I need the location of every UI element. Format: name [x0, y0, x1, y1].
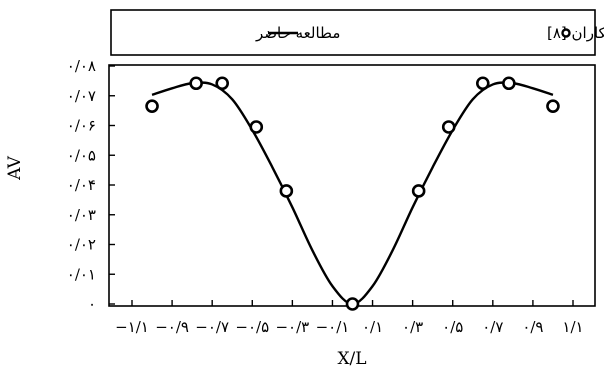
- series-line-present-study: [151, 81, 554, 306]
- data-point-measured: [441, 120, 456, 134]
- data-point-measured: [345, 297, 360, 311]
- data-point-measured: [411, 184, 426, 198]
- data-point-measured: [475, 76, 490, 91]
- legend-frame: [110, 9, 596, 56]
- legend: کمالیان و همکاران [۸] مطالعه حاضر: [110, 9, 604, 56]
- x-tick-label: ۰/۱: [362, 318, 383, 336]
- x-tick-label: ۰/۹: [522, 318, 543, 336]
- series-layer: [145, 76, 560, 311]
- x-tick-label: ۰/۵: [442, 318, 463, 336]
- y-axis-label: AV: [5, 155, 25, 180]
- x-tick-label: −۱/۱: [115, 318, 149, 336]
- y-tick-label: ۰/۰۶: [67, 117, 96, 135]
- y-axis: ۰ ۰/۰۱ ۰/۰۲ ۰/۰۳ ۰/۰۴ ۰/۰۵ ۰/۰۶ ۰/۰۷ ۰/۰۸: [67, 57, 115, 313]
- data-point-measured: [249, 120, 264, 134]
- x-axis: −۱/۱ −۰/۹ −۰/۷ −۰/۵ −۰/۳ −۰/۱ ۰/۱ ۰/۳ ۰/۵ ۰/۷ ۰/۹ ۱…: [115, 300, 584, 336]
- x-tick-label: −۰/۵: [235, 318, 269, 336]
- data-point-measured: [502, 76, 516, 91]
- y-tick-label: ۰/۰۳: [67, 206, 96, 224]
- data-point-measured: [279, 184, 294, 198]
- x-tick-label: −۰/۱: [316, 318, 350, 336]
- plot-frame: [108, 64, 596, 307]
- x-tick-label: ۱/۱: [562, 318, 583, 336]
- data-point-measured: [189, 76, 203, 91]
- y-tick-label: ۰/۰۱: [67, 265, 96, 283]
- data-point-measured: [145, 99, 159, 113]
- data-point-measured: [546, 99, 560, 113]
- y-tick-label: ۰/۰۷: [67, 87, 96, 105]
- data-point-measured: [215, 76, 230, 91]
- y-tick-label: ۰/۰۵: [67, 146, 96, 164]
- y-tick-label: ۰/۰۸: [67, 57, 96, 75]
- x-tick-label: ۰/۷: [482, 318, 503, 336]
- x-tick-label: −۰/۹: [155, 318, 189, 336]
- x-tick-label: ۰/۳: [402, 318, 423, 336]
- y-tick-label: ۰/۰۴: [67, 176, 96, 194]
- x-axis-label: X/L: [337, 349, 366, 369]
- legend-marker-circle: [561, 28, 571, 38]
- legend-label-measured: کمالیان و همکاران [۸]: [547, 24, 604, 42]
- x-tick-label: −۰/۳: [275, 318, 309, 336]
- x-tick-label: −۰/۷: [195, 318, 229, 336]
- y-tick-label: ۰/۰۲: [67, 236, 96, 254]
- y-tick-label: ۰: [88, 295, 96, 313]
